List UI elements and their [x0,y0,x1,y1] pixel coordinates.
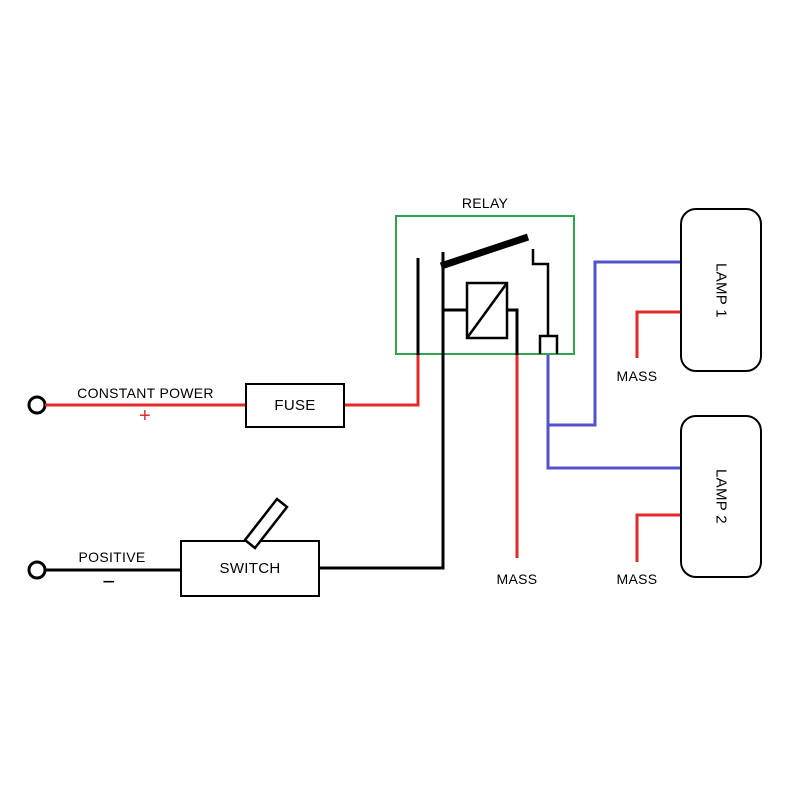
lamp1-label: LAMP 1 [712,262,730,318]
lamp2-mass-label: MASS [616,571,658,587]
lamp1-ground-wire [635,310,680,358]
constant-power-label: CONSTANT POWER [77,385,214,401]
switch-box: SWITCH [180,540,320,597]
lamp2-box: LAMP 2 [680,415,762,578]
positive-polarity: − [102,569,116,594]
fuse-label: FUSE [274,397,316,414]
positive-label: POSITIVE [78,549,146,565]
positive-terminal [27,560,47,580]
constant-power-terminal [27,395,47,415]
lamp2-ground-wire [635,513,680,562]
relay-mass-label: MASS [496,571,538,587]
constant-power-polarity: + [139,405,151,427]
fuse-to-relay-wire [345,355,420,407]
switch-label: SWITCH [219,560,281,577]
relay-box [395,215,575,355]
lamp1-box: LAMP 1 [680,208,762,372]
fuse-box: FUSE [245,383,345,428]
lamp2-label: LAMP 2 [712,469,730,524]
relay-label: RELAY [461,195,509,211]
lamp1-mass-label: MASS [616,368,658,384]
